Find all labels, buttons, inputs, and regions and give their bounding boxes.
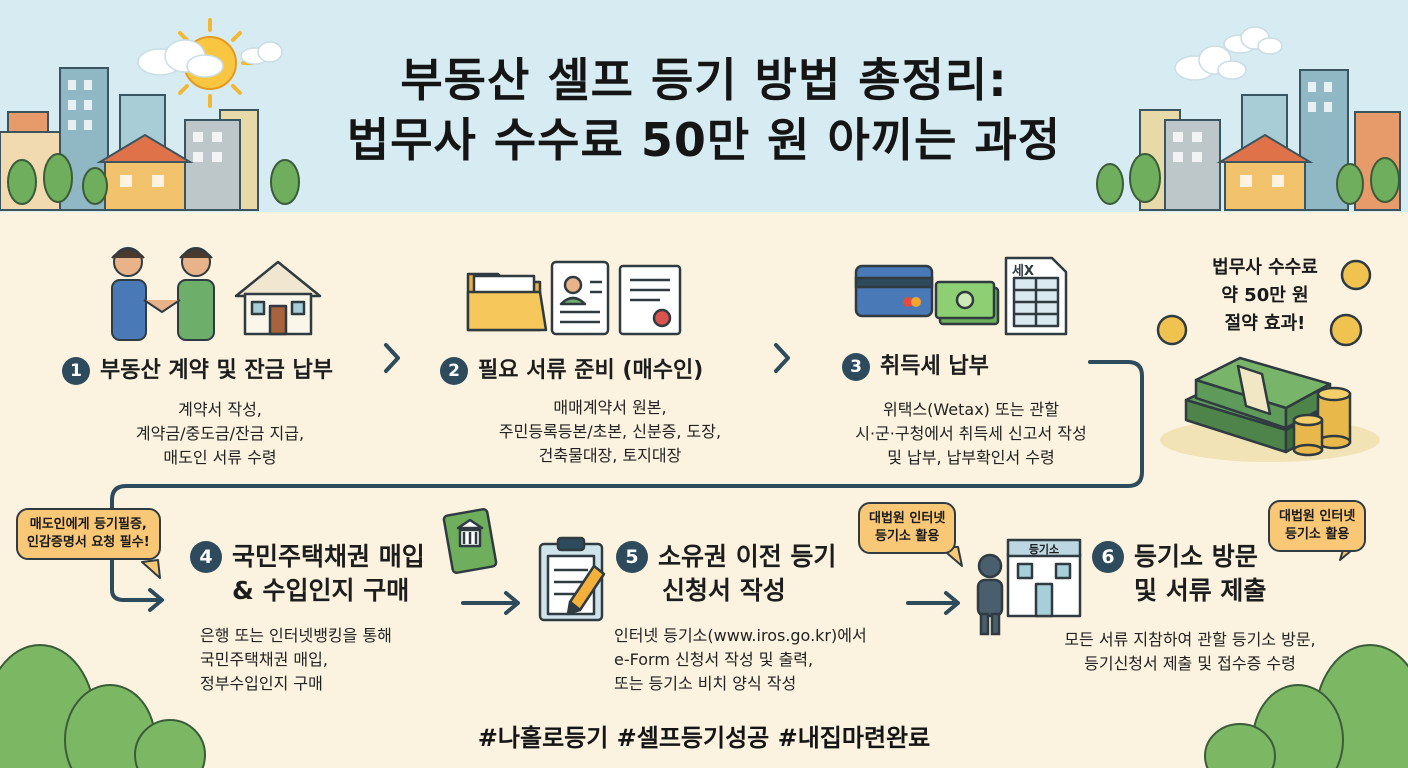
iros-callout-1: 대법원 인터넷 등기소 활용	[858, 502, 957, 554]
credit-card-icon	[854, 264, 934, 318]
description-line: e-Form 신청서 작성 및 출력,	[614, 650, 814, 669]
description-line: 건축물대장, 토지대장	[538, 446, 682, 465]
cloud-icon	[1223, 26, 1283, 55]
person-icon	[976, 553, 1004, 636]
step-3-header: 3 취득세 납부	[842, 352, 989, 382]
bushes-left	[0, 644, 206, 768]
title-line: & 수입인지 구매	[232, 576, 410, 605]
description-line: 또는 등기소 비치 양식 작성	[614, 674, 797, 693]
savings-callout: 법무사 수수료 약 50만 원 절약 효과!	[1190, 254, 1340, 338]
title-line: 소유권 이전 등기	[658, 542, 837, 571]
description-line: 및 납부, 납부확인서 수령	[887, 448, 1055, 467]
hashtags: #나홀로등기 #셀프등기성공 #내집마련완료	[477, 724, 931, 752]
seller-document-callout: 매도인에게 등기필증, 인감증명서 요청 필수!	[16, 508, 161, 560]
step-5-title: 소유권 이전 등기 신청서 작성	[658, 540, 836, 608]
title-line: 및 서류 제출	[1134, 576, 1267, 605]
folder-icon	[466, 272, 548, 332]
callout-line: 등기소 활용	[1284, 527, 1350, 542]
step-4-title: 국민주택채권 매입 & 수입인지 구매	[232, 540, 425, 608]
tree-icon	[1096, 163, 1124, 205]
title-line: 등기소 방문	[1134, 542, 1258, 571]
callout-line: 대법원 인터넷	[869, 511, 946, 526]
callout-line: 인감증명서 요청 필수!	[27, 535, 150, 550]
tree-icon	[1336, 163, 1364, 205]
step-6-title: 등기소 방문 및 서류 제출	[1134, 540, 1266, 608]
arrow-icon	[461, 591, 520, 615]
arrow-icon	[906, 591, 960, 615]
description-line: 계약서 작성,	[178, 400, 262, 419]
step-number-badge: 2	[440, 357, 468, 385]
cloud-icon	[137, 39, 224, 78]
savings-line: 절약 효과!	[1224, 313, 1306, 334]
coin-icon	[1292, 386, 1352, 457]
arrow-icon	[384, 343, 400, 373]
coin-icon	[1156, 259, 1372, 347]
id-document-icon	[550, 260, 610, 336]
handshake-icon	[111, 247, 215, 341]
description-line: 계약금/중도금/잔금 지급,	[135, 424, 305, 443]
step-6-description: 모든 서류 지참하여 관할 등기소 방문, 등기신청서 제출 및 접수증 수령	[1020, 628, 1360, 676]
tree-icon	[1370, 157, 1400, 203]
title-line: 신청서 작성	[662, 576, 786, 605]
tree-icon	[82, 167, 108, 205]
title-line: 국민주택채권 매입	[232, 542, 425, 571]
registry-office-label: 등기소	[1028, 543, 1060, 556]
savings-line: 약 50만 원	[1221, 285, 1309, 306]
description-line: 매도인 서류 수령	[163, 448, 277, 467]
step-6-header: 6 등기소 방문 및 서류 제출	[1092, 540, 1266, 608]
description-line: 매매계약서 원본,	[553, 398, 667, 417]
iros-callout-2: 대법원 인터넷 등기소 활용	[1268, 500, 1367, 552]
cloud-icon	[1174, 45, 1247, 81]
step-1-header: 1 부동산 계약 및 잔금 납부	[62, 356, 333, 386]
description-line: 은행 또는 인터넷뱅킹을 통해	[200, 626, 392, 645]
tree-icon	[43, 153, 73, 203]
tree-icon	[1129, 153, 1161, 203]
registry-office-icon	[1006, 538, 1082, 618]
step-1-description: 계약서 작성, 계약금/중도금/잔금 지급, 매도인 서류 수령	[70, 398, 370, 470]
step-1-title: 부동산 계약 및 잔금 납부	[100, 358, 334, 383]
description-line: 주민등록등본/초본, 신분증, 도장,	[498, 422, 722, 441]
callout-line: 등기소 활용	[874, 529, 940, 544]
step-5-header: 5 소유권 이전 등기 신청서 작성	[616, 540, 836, 608]
callout-line: 대법원 인터넷	[1279, 509, 1356, 524]
description-line: 위택스(Wetax) 또는 관할	[883, 400, 1059, 419]
step-2-header: 2 필요 서류 준비 (매수인)	[440, 356, 703, 386]
step-number-badge: 5	[616, 541, 648, 573]
tree-icon	[7, 159, 37, 205]
step-5-description: 인터넷 등기소(www.iros.go.kr)에서 e-Form 신청서 작성 …	[614, 624, 914, 696]
tax-document-label: 세X	[1012, 264, 1034, 279]
step-4-header: 4 국민주택채권 매입 & 수입인지 구매	[190, 540, 425, 608]
step-number-badge: 3	[842, 353, 870, 381]
page-title-line-2: 법무사 수수료 50만 원 아끼는 과정	[346, 113, 1062, 167]
certificate-icon	[618, 264, 682, 336]
cloud-icon	[240, 41, 283, 65]
cash-icon	[934, 280, 1000, 326]
pencil-icon	[566, 564, 606, 616]
bushes-right	[1204, 644, 1408, 768]
callout-line: 매도인에게 등기필증,	[29, 517, 147, 532]
house-icon	[234, 260, 322, 336]
description-line: 시·군·구청에서 취득세 신고서 작성	[855, 424, 1087, 443]
description-line: 정부수입인지 구매	[200, 674, 323, 693]
step-number-badge: 4	[190, 541, 222, 573]
savings-line: 법무사 수수료	[1212, 257, 1318, 278]
step-number-badge: 6	[1092, 541, 1124, 573]
arrow-icon	[774, 343, 790, 373]
tax-document-icon	[1004, 256, 1068, 336]
step-4-description: 은행 또는 인터넷뱅킹을 통해 국민주택채권 매입, 정부수입인지 구매	[200, 624, 470, 696]
tree-icon	[270, 159, 300, 205]
step-2-title: 필요 서류 준비 (매수인)	[478, 358, 704, 383]
bank-bond-icon	[442, 508, 498, 574]
step-2-description: 매매계약서 원본, 주민등록등본/초본, 신분증, 도장, 건축물대장, 토지대…	[450, 396, 770, 468]
description-line: 등기신청서 제출 및 접수증 수령	[1084, 654, 1296, 673]
description-line: 국민주택채권 매입,	[200, 650, 328, 669]
flow-connector	[110, 360, 1144, 612]
step-3-description: 위택스(Wetax) 또는 관할 시·군·구청에서 취득세 신고서 작성 및 납…	[826, 398, 1116, 470]
step-number-badge: 1	[62, 357, 90, 385]
step-3-title: 취득세 납부	[880, 354, 989, 379]
description-line: 모든 서류 지참하여 관할 등기소 방문,	[1064, 630, 1316, 649]
description-line: 인터넷 등기소(www.iros.go.kr)에서	[614, 626, 867, 645]
page-title-line-1: 부동산 셀프 등기 방법 총정리:	[400, 53, 1008, 107]
